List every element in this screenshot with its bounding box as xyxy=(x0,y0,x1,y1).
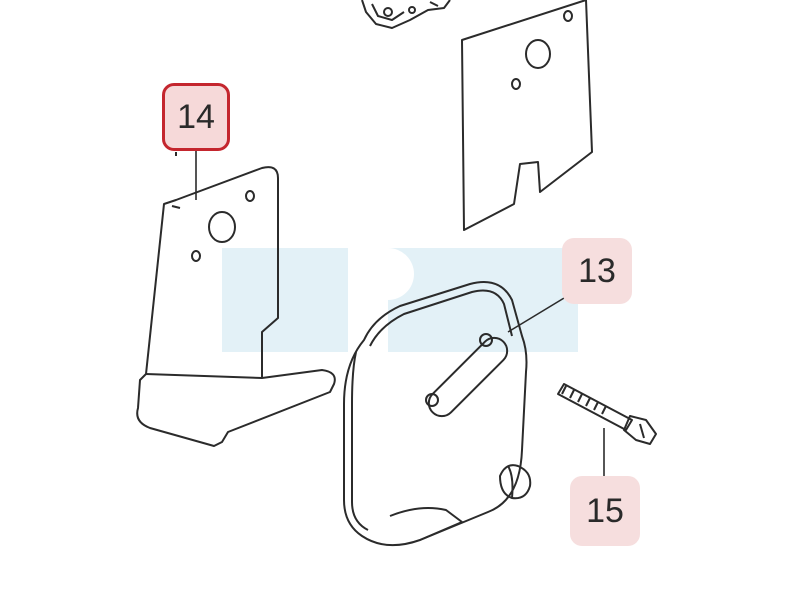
callout-part-14[interactable]: 14 xyxy=(162,83,230,151)
upper-carburetor-part xyxy=(361,0,451,29)
leader-lines xyxy=(195,151,605,476)
leader-line-13 xyxy=(507,291,575,333)
callout-part-15[interactable]: 15 xyxy=(570,476,640,546)
muffler xyxy=(343,281,532,547)
heat-shield-bracket xyxy=(136,152,336,447)
callout-part-13[interactable]: 13 xyxy=(562,238,632,304)
watermark xyxy=(222,248,578,352)
bolt xyxy=(557,383,657,445)
upper-gasket xyxy=(461,0,593,231)
